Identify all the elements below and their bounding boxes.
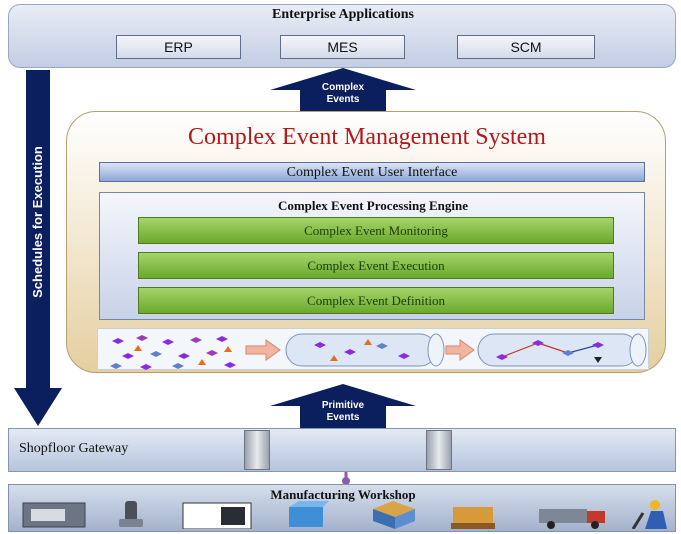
primitive-events-label: Primitive Events bbox=[321, 400, 365, 423]
processing-engine-title: Complex Event Processing Engine bbox=[277, 198, 469, 213]
manufacturing-workshop-panel: Manufacturing Workshop bbox=[8, 484, 676, 532]
mes-box: MES bbox=[280, 35, 405, 59]
monitoring-layer: Complex Event Monitoring bbox=[138, 217, 614, 244]
server-icon bbox=[426, 430, 452, 470]
definition-layer: Complex Event Definition bbox=[138, 287, 614, 314]
server-icon bbox=[244, 430, 270, 470]
truck-icon bbox=[539, 509, 605, 529]
primitive-event-dots bbox=[110, 335, 236, 370]
card-reader-icon bbox=[22, 502, 86, 528]
cems-title: Complex Event Management System bbox=[188, 124, 546, 150]
box-icon bbox=[373, 501, 415, 529]
schedules-label: Schedules for Execution bbox=[30, 146, 45, 298]
complex-events-arrow bbox=[270, 68, 416, 112]
scanner-icon bbox=[119, 501, 143, 527]
shopfloor-gateway-panel: Shopfloor Gateway bbox=[8, 428, 676, 472]
worker-icon bbox=[631, 500, 667, 529]
execution-layer: Complex Event Execution bbox=[138, 252, 614, 279]
manufacturing-workshop-title: Manufacturing Workshop bbox=[270, 487, 416, 502]
event-flow-illustration bbox=[97, 328, 649, 370]
scm-box: SCM bbox=[457, 35, 595, 59]
shopfloor-gateway-label: Shopfloor Gateway bbox=[19, 441, 129, 456]
connector-icon bbox=[342, 472, 350, 485]
container-icon bbox=[289, 501, 329, 527]
complex-events-label: Complex Events bbox=[321, 82, 365, 105]
erp-box: ERP bbox=[116, 35, 241, 59]
user-interface-layer: Complex Event User Interface bbox=[99, 162, 645, 182]
processing-engine-panel: Complex Event Processing Engine Complex … bbox=[99, 192, 645, 320]
pallet-icon bbox=[451, 507, 495, 529]
cems-panel: Complex Event Management System Complex … bbox=[66, 111, 666, 373]
primitive-events-arrow bbox=[270, 384, 416, 430]
enterprise-applications-title: Enterprise Applications bbox=[272, 7, 414, 22]
enterprise-applications-panel: Enterprise Applications ERP MES SCM bbox=[8, 4, 676, 68]
schedules-arrow bbox=[14, 70, 62, 426]
event-flow-graphic bbox=[110, 333, 647, 370]
tablet-icon bbox=[182, 502, 252, 529]
